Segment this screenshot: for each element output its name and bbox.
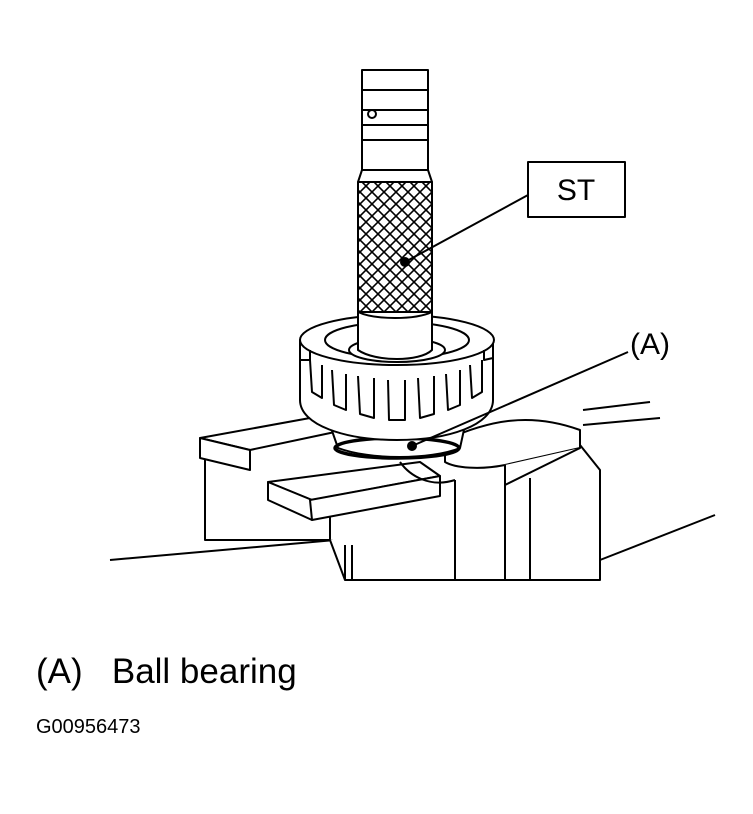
vise-fixture xyxy=(199,417,601,581)
gear-teeth xyxy=(299,345,494,421)
caption-key: (A) xyxy=(36,652,83,691)
figure-code: G00956473 xyxy=(36,716,141,738)
st-callout-label: ST xyxy=(557,174,595,207)
special-tool xyxy=(357,69,433,360)
st-callout-box xyxy=(527,161,626,218)
illustration-figure: ST (A) xyxy=(109,69,716,581)
caption: (A) Ball bearing xyxy=(36,652,297,692)
st-leader-dot xyxy=(400,257,410,267)
a-leader-dot xyxy=(407,441,417,451)
st-leader-line xyxy=(404,194,529,263)
caption-text: Ball bearing xyxy=(111,652,297,691)
base-table-lines xyxy=(109,401,716,561)
a-callout-label: (A) xyxy=(630,328,670,361)
a-leader-line xyxy=(411,351,629,447)
